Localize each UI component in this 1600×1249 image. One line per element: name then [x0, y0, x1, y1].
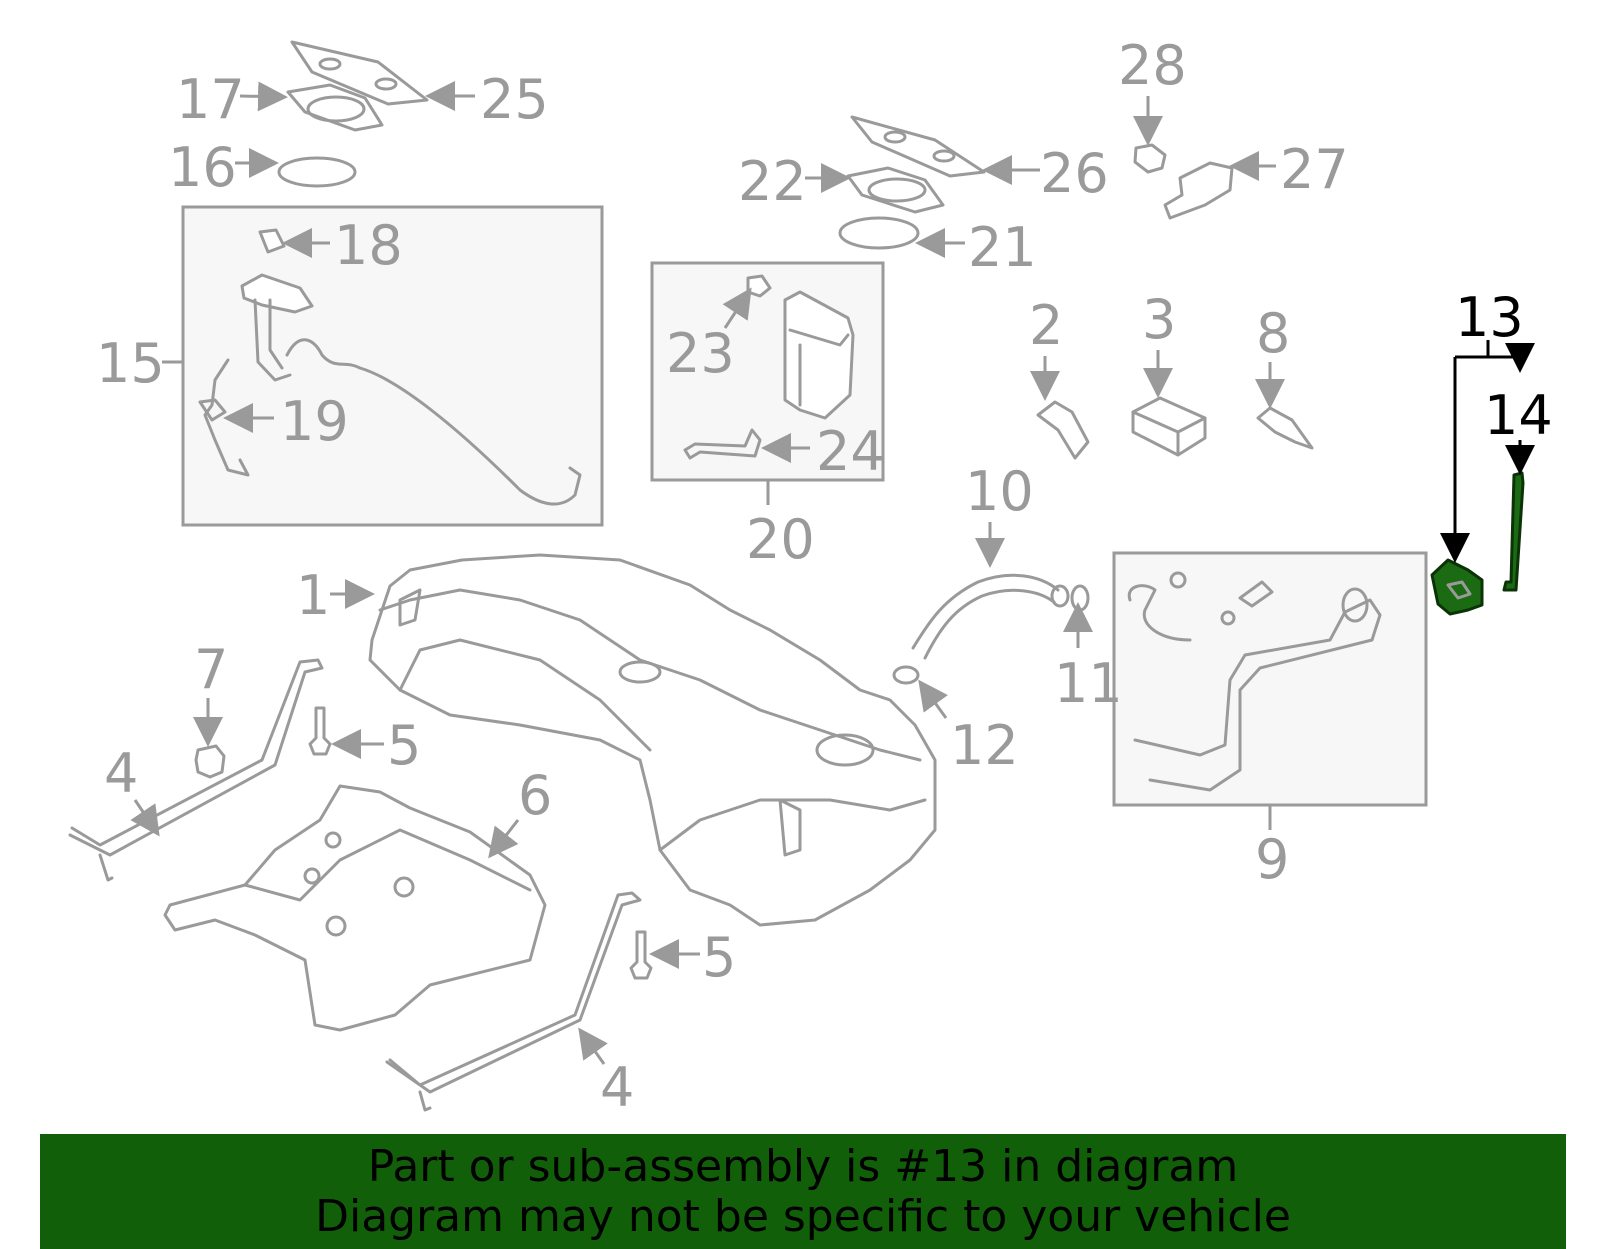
leader-lines [130, 81, 1520, 1065]
callout-5-upper: 5 [387, 714, 421, 777]
callout-24: 24 [816, 420, 885, 483]
callout-15: 15 [96, 332, 165, 395]
callout-2: 2 [1029, 294, 1063, 357]
part-27-bracket [1163, 161, 1234, 220]
callout-12: 12 [950, 714, 1019, 777]
callout-8: 8 [1256, 302, 1290, 365]
part-9-filler-pipe [1127, 584, 1192, 642]
part-28-nut [1133, 143, 1167, 174]
callout-10: 10 [965, 460, 1034, 523]
part-26-plate [850, 115, 986, 178]
banner-line-1: Part or sub-assembly is #13 in diagram [367, 1141, 1239, 1192]
callout-27: 27 [1280, 138, 1349, 201]
part-21-seal [838, 216, 920, 250]
callout-3: 3 [1142, 288, 1176, 351]
callout-23: 23 [666, 322, 735, 385]
part-2-shield [1036, 400, 1090, 460]
part-12-grommet [892, 665, 920, 685]
part-4-strap-upper [68, 658, 324, 857]
part-6-heat-shield [163, 784, 547, 1032]
part-7-grommet [194, 744, 226, 779]
part-14-rod [1502, 471, 1525, 592]
callout-28: 28 [1118, 34, 1187, 97]
callout-19: 19 [280, 390, 349, 453]
banner-line-2: Diagram may not be specific to your vehi… [315, 1191, 1291, 1242]
callout-18: 18 [334, 214, 403, 277]
part-5-bolt-upper [308, 706, 332, 756]
callout-4-upper: 4 [104, 742, 138, 805]
callout-16: 16 [168, 136, 237, 199]
callout-7: 7 [194, 638, 228, 701]
part-10-hose [911, 573, 1060, 650]
callout-11: 11 [1054, 652, 1123, 715]
part-24-sender [683, 428, 762, 460]
callout-21: 21 [968, 216, 1037, 279]
part-8-clip [1256, 406, 1314, 450]
part-11-clamp [1070, 584, 1090, 612]
callout-9: 9 [1255, 828, 1289, 891]
callout-5-lower: 5 [702, 926, 736, 989]
part-17-ring [286, 83, 384, 132]
callout-17: 17 [176, 68, 245, 131]
callout-22: 22 [738, 150, 807, 213]
assembly-box-15 [181, 205, 604, 527]
callout-4-lower: 4 [600, 1056, 634, 1119]
part-16-seal [277, 156, 357, 188]
part-20-pump-module [783, 290, 855, 420]
callout-26: 26 [1040, 142, 1109, 205]
callout-20: 20 [746, 508, 815, 571]
part-22-ring [846, 166, 945, 214]
part-4-strap-lower [385, 891, 642, 1094]
info-banner: Part or sub-assembly is #13 in diagram D… [40, 1134, 1566, 1249]
part-1-fuel-tank [368, 553, 937, 927]
callout-6: 6 [518, 764, 552, 827]
callout-25: 25 [480, 68, 549, 131]
callout-13: 13 [1455, 286, 1524, 349]
part-5-bolt-lower [629, 930, 653, 980]
callout-1: 1 [296, 564, 330, 627]
part-13-fuel-door [1430, 558, 1484, 616]
callout-14: 14 [1484, 384, 1553, 447]
part-15-pump-module [240, 273, 314, 314]
